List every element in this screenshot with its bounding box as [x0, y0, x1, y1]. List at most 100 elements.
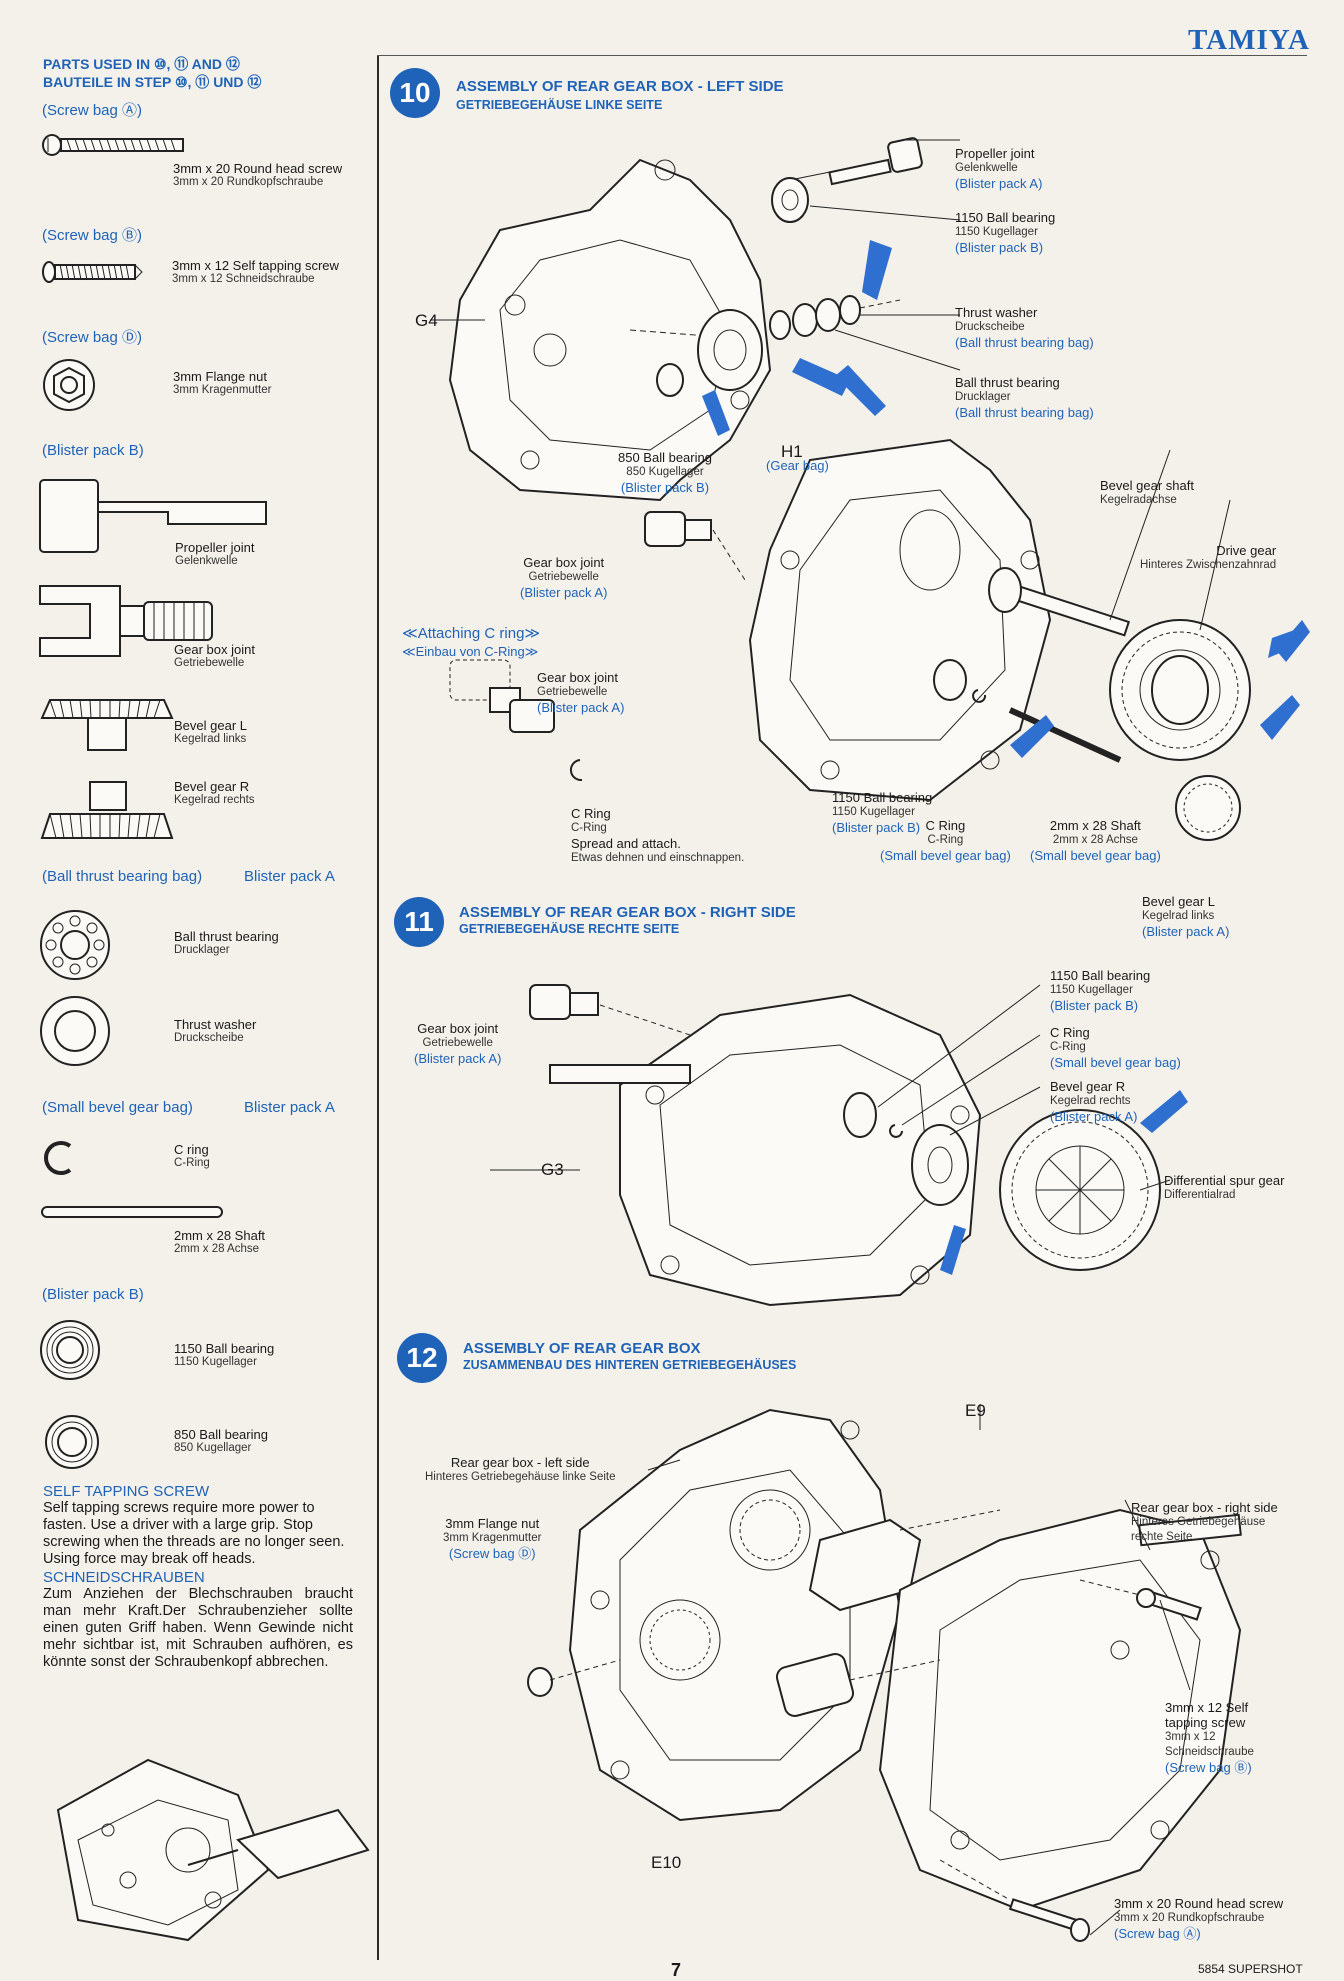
part-name-de: 3mm x 20 Rundkopfschraube — [173, 176, 324, 188]
label-1150-bearing: 1150 Ball bearing 1150 Kugellager (Blist… — [955, 210, 1055, 255]
label-de: 2mm x 28 Achse — [1052, 834, 1138, 846]
top-rule — [377, 55, 1307, 56]
label-en: 1150 Ball bearing — [955, 210, 1056, 225]
step-title: ASSEMBLY OF REAR GEAR BOX — [463, 1340, 701, 1357]
label-de: 1150 Kugellager — [1050, 984, 1133, 996]
label-en: Bevel gear shaft — [1100, 478, 1194, 493]
label-bag: (Blister pack A) — [537, 700, 625, 715]
step-number: 11 — [394, 897, 444, 947]
gear-bag-label: (Gear bag) — [766, 458, 829, 473]
bag-label-2: Blister pack A — [244, 868, 335, 885]
label-en: C Ring — [925, 818, 966, 833]
label-en: Ball thrust bearing — [955, 375, 1060, 390]
label-c-ring: C Ring C-Ring (Small bevel gear bag) — [880, 818, 1011, 863]
label-de-2: rechte Seite — [1131, 1531, 1193, 1543]
step-subtitle: GETRIEBEGEHÄUSE LINKE SEITE — [456, 98, 663, 112]
label-en: 3mm x 20 Round head screw — [1114, 1896, 1284, 1911]
step11-diagram — [490, 984, 1188, 1307]
label-bevel-gear-r: Bevel gear R Kegelrad rechts (Blister pa… — [1050, 1079, 1137, 1124]
part-name-de: 850 Kugellager — [174, 1442, 252, 1454]
label-en: Bevel gear R — [1050, 1079, 1126, 1094]
label-de: Getriebewelle — [528, 571, 599, 583]
parts-header-en: PARTS USED IN ⑩, ⑪ AND ⑫ — [43, 56, 240, 72]
step-number: 10 — [390, 68, 440, 118]
label-bag: (Blister pack B) — [832, 820, 921, 835]
bag-label: (Small bevel gear bag) — [42, 1099, 193, 1116]
label-de: Kegelradachse — [1100, 494, 1177, 506]
part-code-e9: E9 — [965, 1401, 986, 1420]
part-name: 850 Ball bearing — [174, 1427, 268, 1442]
bag-label: (Screw bag Ⓓ) — [42, 329, 143, 346]
label-de: 850 Kugellager — [626, 466, 704, 478]
label-gear-box-joint: Gear box joint Getriebewelle (Blister pa… — [520, 555, 607, 600]
bag-label: (Screw bag Ⓑ) — [42, 227, 143, 244]
part-name: Thrust washer — [174, 1017, 257, 1032]
brand-logo: TAMIYA — [1187, 24, 1310, 56]
parts-header-de: BAUTEILE IN STEP ⑩, ⑪ UND ⑫ — [43, 74, 262, 90]
einbau-c-ring-title: ≪Einbau von C-Ring≫ — [402, 644, 539, 659]
label-de: Getriebewelle — [422, 1037, 493, 1049]
part-name: Ball thrust bearing — [174, 929, 279, 944]
round-head-screw-icon — [42, 134, 184, 156]
label-de: Differentialrad — [1164, 1189, 1236, 1201]
label-en: 1150 Ball bearing — [1050, 968, 1151, 983]
bag-label: (Screw bag Ⓐ) — [42, 102, 143, 119]
label-shaft: 2mm x 28 Shaft 2mm x 28 Achse (Small bev… — [1030, 818, 1161, 863]
step12-diagram — [527, 1404, 1242, 1942]
thrust-washer-icon — [40, 996, 110, 1066]
label-1150-bearing-b: 1150 Ball bearing 1150 Kugellager (Blist… — [832, 790, 932, 835]
step-title: ASSEMBLY OF REAR GEAR BOX - RIGHT SIDE — [459, 904, 796, 921]
label-de: 1150 Kugellager — [955, 226, 1038, 238]
label-de: Gelenkwelle — [955, 162, 1018, 174]
part-name-de: Druckscheibe — [174, 1032, 244, 1044]
label-bag: (Blister pack A) — [1050, 1109, 1138, 1124]
column-divider — [377, 55, 379, 1960]
label-bag: (Blister pack A) — [414, 1051, 502, 1066]
label-de: 3mm Kragenmutter — [443, 1532, 542, 1544]
label-flange-nut: 3mm Flange nut 3mm Kragenmutter (Screw b… — [443, 1516, 541, 1561]
label-de: C-Ring — [927, 834, 964, 846]
part-name-de: 3mm Kragenmutter — [173, 384, 272, 396]
step-title: ASSEMBLY OF REAR GEAR BOX - LEFT SIDE — [456, 78, 784, 95]
self-tapping-body: Self tapping screws require more power t… — [43, 1500, 345, 1567]
label-gear-box-joint-2: Gear box joint Getriebewelle (Blister pa… — [537, 670, 624, 715]
part-code-h1: H1 — [781, 442, 803, 461]
part-name: Gear box joint — [174, 642, 255, 657]
label-1150-bearing: 1150 Ball bearing 1150 Kugellager (Blist… — [1050, 968, 1150, 1013]
label-en: Rear gear box - left side — [450, 1455, 590, 1470]
label-en: C Ring — [571, 806, 611, 821]
step-number: 12 — [397, 1333, 447, 1383]
label-en: 3mm x 12 Self — [1165, 1700, 1249, 1715]
label-self-tapping: 3mm x 12 Self tapping screw 3mm x 12 Sch… — [1165, 1700, 1254, 1775]
label-en: Drive gear — [1216, 543, 1277, 558]
part-name-de: 2mm x 28 Achse — [174, 1243, 260, 1255]
label-de: Drucklager — [955, 391, 1011, 403]
label-bevel-gear-shaft: Bevel gear shaft Kegelradachse — [1100, 478, 1194, 508]
self-tapping-title-de: SCHNEIDSCHRAUBEN — [43, 1569, 205, 1586]
label-bag: (Screw bag Ⓐ) — [1114, 1926, 1201, 1941]
label-de: C-Ring — [1050, 1041, 1086, 1053]
label-en: Rear gear box - right side — [1131, 1500, 1278, 1515]
label-en: Gear box joint — [417, 1021, 499, 1036]
part-code-e10: E10 — [651, 1853, 682, 1872]
label-en: 850 Ball bearing — [618, 450, 712, 465]
bag-label: (Blister pack B) — [42, 442, 144, 459]
part-name: C ring — [174, 1142, 209, 1157]
label-propeller-joint: Propeller joint Gelenkwelle (Blister pac… — [955, 146, 1042, 191]
step-subtitle: GETRIEBEGEHÄUSE RECHTE SEITE — [459, 922, 680, 936]
step-subtitle: ZUSAMMENBAU DES HINTEREN GETRIEBEGEHÄUSE… — [463, 1358, 797, 1372]
label-de: Getriebewelle — [537, 686, 608, 698]
label-gear-box-joint: Gear box joint Getriebewelle (Blister pa… — [414, 1021, 501, 1066]
label-round-head-screw: 3mm x 20 Round head screw 3mm x 20 Rundk… — [1114, 1896, 1283, 1941]
part-name-de: C-Ring — [174, 1157, 210, 1169]
page-number: 7 — [671, 1960, 682, 1980]
label-en: 3mm Flange nut — [445, 1516, 540, 1531]
part-name: 3mm x 20 Round head screw — [173, 161, 343, 176]
label-en-2: tapping screw — [1165, 1715, 1246, 1730]
label-en: 1150 Ball bearing — [832, 790, 933, 805]
label-bag: (Ball thrust bearing bag) — [955, 405, 1094, 420]
bag-label: (Ball thrust bearing bag) — [42, 868, 203, 885]
flange-nut-icon — [43, 359, 95, 411]
ball-thrust-bearing-icon — [40, 910, 110, 980]
attaching-c-ring-title: ≪Attaching C ring≫ — [402, 625, 541, 642]
